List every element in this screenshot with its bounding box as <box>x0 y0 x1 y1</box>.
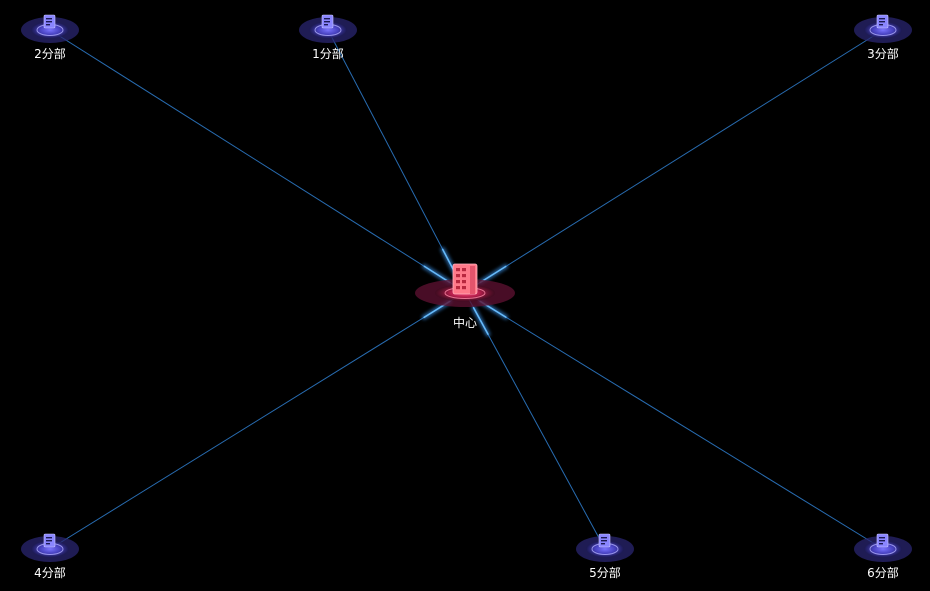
building-icon <box>452 263 478 295</box>
link-line <box>464 291 884 550</box>
link-line <box>464 29 884 293</box>
node-branch-2[interactable]: 2分部 <box>21 14 79 61</box>
link-branch-4 <box>49 291 466 550</box>
node-label: 3分部 <box>867 46 899 61</box>
link-pulse <box>472 307 489 335</box>
node-branch-5[interactable]: 5分部 <box>576 533 634 580</box>
node-label: 4分部 <box>34 565 66 580</box>
node-label: 1分部 <box>312 46 344 61</box>
node-label: 5分部 <box>589 565 621 580</box>
node-label: 中心 <box>453 315 477 330</box>
node-label: 2分部 <box>34 46 66 61</box>
node-label: 6分部 <box>867 565 899 580</box>
link-branch-5 <box>464 291 606 550</box>
node-branch-6[interactable]: 6分部 <box>854 533 912 580</box>
node-branch-4[interactable]: 4分部 <box>21 533 79 580</box>
document-icon <box>598 533 611 548</box>
link-pulse <box>479 265 507 284</box>
node-branch-3[interactable]: 3分部 <box>854 14 912 61</box>
link-line <box>49 29 466 293</box>
link-branch-3 <box>464 29 884 293</box>
document-icon <box>876 533 889 548</box>
nodes-layer: 1分部 2分部 3分部 4分部 5分部 6分部 中心 <box>21 14 912 580</box>
link-line <box>49 291 466 550</box>
node-branch-1[interactable]: 1分部 <box>299 14 357 61</box>
node-center[interactable]: 中心 <box>415 263 515 330</box>
link-pulse <box>423 265 451 284</box>
link-branch-2 <box>49 29 466 293</box>
link-branch-6 <box>464 291 884 550</box>
document-icon <box>321 14 334 29</box>
document-icon <box>43 14 56 29</box>
link-branch-1 <box>327 29 466 293</box>
document-icon <box>43 533 56 548</box>
document-icon <box>876 14 889 29</box>
